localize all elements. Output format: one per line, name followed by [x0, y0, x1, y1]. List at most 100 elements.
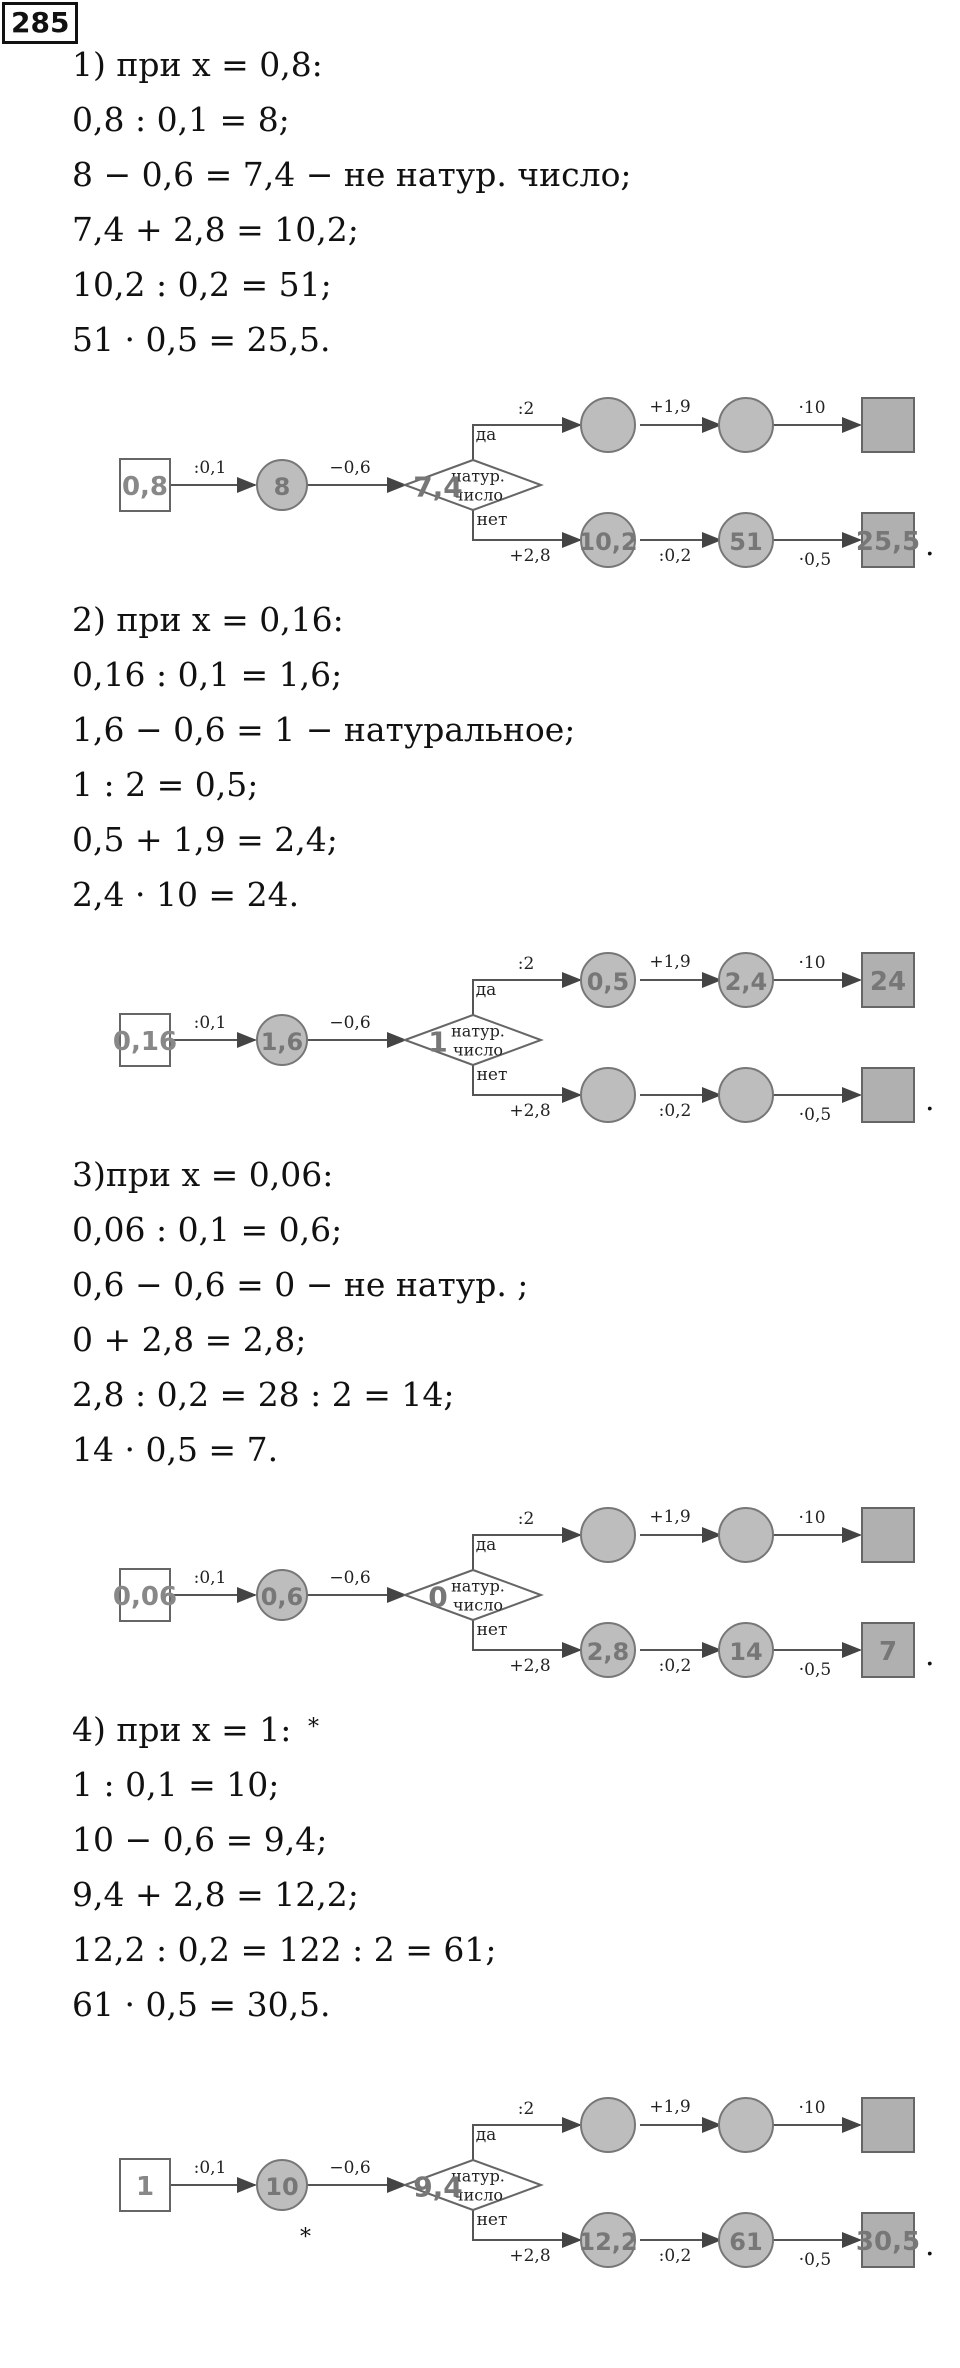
input-box: [119, 2158, 171, 2212]
result-value: 7: [879, 1637, 897, 1667]
step-circle: [580, 1067, 636, 1123]
condition-label: натур.: [451, 1577, 505, 1596]
step-value: 0,5: [587, 968, 630, 996]
calc-line: 14 · 0,5 = 7.: [72, 1430, 279, 1469]
operation-label: ·10: [798, 398, 825, 418]
operation-label: −0,6: [329, 2158, 370, 2178]
sentence-period: .: [925, 1083, 935, 1118]
step-value: 2,4: [725, 968, 768, 996]
step-circle: [580, 2097, 636, 2153]
step-value: 10,2: [578, 528, 637, 556]
step-value: 1,6: [261, 1028, 304, 1056]
result-value: 30,5: [856, 2227, 920, 2257]
problem-number: 285: [2, 2, 79, 44]
operation-label: +2,8: [509, 546, 550, 566]
condition-label: натур.: [451, 1022, 505, 1041]
input-value: 0,8: [122, 472, 168, 502]
operation-label: −0,6: [329, 1568, 370, 1588]
operation-label: :0,1: [194, 2158, 227, 2178]
calc-line: 2,8 : 0,2 = 28 : 2 = 14;: [72, 1375, 455, 1414]
calc-line: 61 · 0,5 = 30,5.: [72, 1985, 331, 2024]
operation-label: −0,6: [329, 1013, 370, 1033]
calc-line: 8 − 0,6 = 7,4 − не натур. число;: [72, 155, 632, 194]
step-circle: [256, 2159, 308, 2211]
condition-diamond: [402, 1568, 544, 1622]
case-heading: 4) при x = 1:: [72, 1710, 292, 1749]
operation-label: :0,2: [659, 546, 692, 566]
step-circle: [718, 512, 774, 568]
condition-diamond: [402, 458, 544, 512]
input-value: 0,06: [113, 1582, 177, 1612]
case-heading: 1) при x = 0,8:: [72, 45, 323, 84]
operation-label: ·10: [798, 2098, 825, 2118]
calc-line: 0 + 2,8 = 2,8;: [72, 1320, 307, 1359]
operation-label: :0,2: [659, 1101, 692, 1121]
step-value: 10: [265, 2173, 298, 2201]
result-value: 24: [870, 967, 906, 997]
operation-label: ·0,5: [799, 550, 831, 570]
operation-label: :0,1: [194, 1013, 227, 1033]
calc-line: 10 − 0,6 = 9,4;: [72, 1820, 328, 1859]
operation-label: +2,8: [509, 1101, 550, 1121]
condition-diamond: [402, 1013, 544, 1067]
case-heading: 3)при x = 0,06:: [72, 1155, 334, 1194]
condition-label: число: [453, 2186, 503, 2205]
input-value: 0,16: [113, 1027, 177, 1057]
step-circle: [580, 2212, 636, 2268]
no-label: нет: [477, 2210, 508, 2230]
yes-label: да: [476, 1535, 497, 1555]
no-label: нет: [477, 510, 508, 530]
operation-label: +2,8: [509, 2246, 550, 2266]
operation-label: +1,9: [649, 2097, 690, 2117]
operation-label: ·0,5: [799, 2250, 831, 2270]
calc-line: 10,2 : 0,2 = 51;: [72, 265, 332, 304]
step-value: 2,8: [587, 1638, 630, 1666]
operation-label: +1,9: [649, 952, 690, 972]
calc-line: 1 : 0,1 = 10;: [72, 1765, 280, 1804]
yes-label: да: [476, 980, 497, 1000]
yes-label: да: [476, 2125, 497, 2145]
condition-label: натур.: [451, 467, 505, 486]
operation-label: ·0,5: [799, 1105, 831, 1125]
input-box: [119, 1568, 171, 1622]
no-label: нет: [477, 1620, 508, 1640]
step-circle: [580, 397, 636, 453]
input-value: 1: [136, 2172, 154, 2202]
step-circle: [580, 1622, 636, 1678]
step-circle: [256, 1569, 308, 1621]
step-circle: [718, 1507, 774, 1563]
step-value: 8: [274, 473, 291, 501]
result-box: [861, 952, 915, 1008]
condition-label: натур.: [451, 2167, 505, 2186]
step-circle: [580, 952, 636, 1008]
input-box: [119, 458, 171, 512]
result-box: [861, 512, 915, 568]
result-box: [861, 1507, 915, 1563]
result-box: [861, 1622, 915, 1678]
result-box: [861, 2212, 915, 2268]
yes-label: да: [476, 425, 497, 445]
step-circle: [256, 459, 308, 511]
condition-value: 9,4: [413, 2171, 463, 2204]
step-circle: [718, 2097, 774, 2153]
step-circle: [256, 1014, 308, 1066]
stray-asterisk: *: [300, 2225, 311, 2250]
condition-label: число: [453, 486, 503, 505]
step-circle: [718, 952, 774, 1008]
no-label: нет: [477, 1065, 508, 1085]
operation-label: ·0,5: [799, 1660, 831, 1680]
operation-label: +1,9: [649, 1507, 690, 1527]
condition-label: число: [453, 1041, 503, 1060]
step-value: 61: [729, 2228, 762, 2256]
condition-label: число: [453, 1596, 503, 1615]
step-circle: [718, 397, 774, 453]
calc-line: 0,06 : 0,1 = 0,6;: [72, 1210, 343, 1249]
calc-line: 0,8 : 0,1 = 8;: [72, 100, 290, 139]
operation-label: +1,9: [649, 397, 690, 417]
operation-label: ·10: [798, 953, 825, 973]
calc-line: 0,16 : 0,1 = 1,6;: [72, 655, 343, 694]
